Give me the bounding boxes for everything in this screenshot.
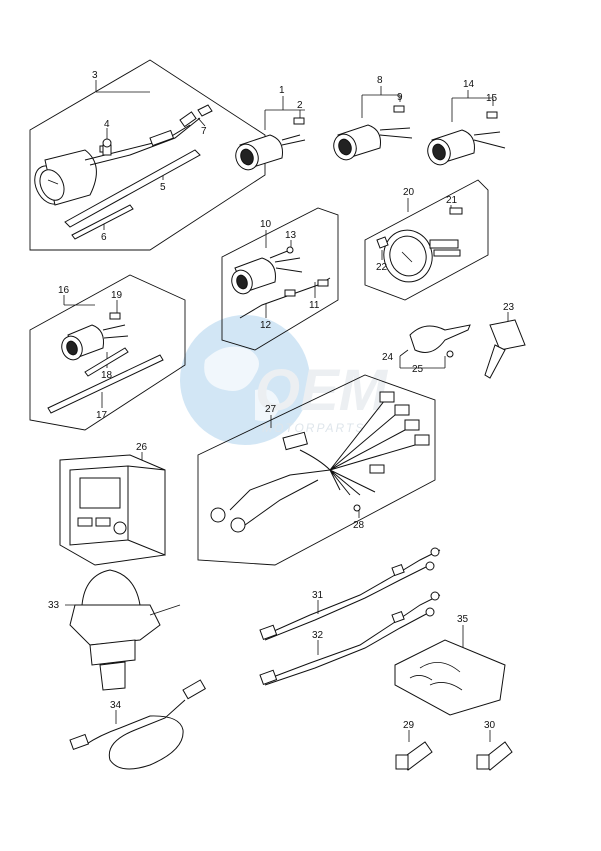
callout-27: 27 xyxy=(265,404,277,415)
callout-25: 25 xyxy=(412,364,424,375)
callout-32: 32 xyxy=(312,630,324,641)
callout-34: 34 xyxy=(110,700,122,711)
callout-11: 11 xyxy=(309,300,320,311)
callout-24: 24 xyxy=(382,352,394,363)
display-26 xyxy=(59,454,166,566)
callout-9: 9 xyxy=(397,92,403,103)
callout-2: 2 xyxy=(297,100,303,111)
group-box-10 xyxy=(221,207,339,351)
watermark: OEM MOTORPARTS xyxy=(180,315,389,445)
callout-35: 35 xyxy=(457,614,469,625)
callout-10: 10 xyxy=(260,219,272,230)
bulb-7 xyxy=(197,104,213,117)
callout-1: 1 xyxy=(279,85,285,96)
callout-12: 12 xyxy=(260,320,272,331)
callout-17: 17 xyxy=(96,410,108,421)
gauge-8 xyxy=(333,105,413,161)
callout-15: 15 xyxy=(486,93,498,104)
cable-34 xyxy=(69,679,207,770)
callout-20: 20 xyxy=(403,187,415,198)
watermark-sub: MOTORPARTS xyxy=(262,421,365,435)
gauge-16 xyxy=(47,312,164,414)
gauge-3 xyxy=(34,111,201,206)
callout-18: 18 xyxy=(101,370,113,381)
gauge-14 xyxy=(427,111,506,166)
callout-22: 22 xyxy=(376,262,388,273)
callout-23: 23 xyxy=(503,302,515,313)
harness-32 xyxy=(259,591,441,686)
strip-5 xyxy=(64,149,201,228)
group-box-20 xyxy=(364,179,489,301)
gauge-20 xyxy=(376,207,463,283)
strip-6 xyxy=(71,204,134,240)
sensor-33 xyxy=(69,569,181,691)
leader-lines xyxy=(63,80,509,742)
gauge-1 xyxy=(235,117,306,171)
callout-19: 19 xyxy=(111,290,123,301)
bulb-4 xyxy=(102,138,112,156)
group-box-3 xyxy=(29,59,266,251)
callout-21: 21 xyxy=(446,195,458,206)
group-box-16 xyxy=(29,274,186,431)
kit-bag-35 xyxy=(394,639,506,716)
harness-31 xyxy=(259,547,441,641)
group-box-27 xyxy=(197,374,436,566)
callout-4: 4 xyxy=(104,119,110,130)
gauge-10 xyxy=(231,246,331,319)
callout-3: 3 xyxy=(92,70,98,81)
callout-7: 7 xyxy=(201,126,207,137)
callout-6: 6 xyxy=(101,232,107,243)
harness-27 xyxy=(210,391,430,533)
callout-8: 8 xyxy=(377,75,383,86)
callout-16: 16 xyxy=(58,285,70,296)
callout-labels: 3 1 2 8 9 14 15 4 7 5 6 10 13 11 12 20 2… xyxy=(48,70,515,731)
watermark-brand: OEM xyxy=(255,358,389,423)
fitting-30 xyxy=(476,741,513,771)
callout-13: 13 xyxy=(285,230,297,241)
callout-14: 14 xyxy=(463,79,475,90)
callout-26: 26 xyxy=(136,442,148,453)
callout-29: 29 xyxy=(403,720,415,731)
fitting-29 xyxy=(395,741,433,771)
bracket-24 xyxy=(409,324,471,358)
callout-28: 28 xyxy=(353,520,365,531)
switch-23 xyxy=(484,319,526,379)
callout-31: 31 xyxy=(312,590,324,601)
watermark-globe-icon xyxy=(180,315,310,445)
callout-5: 5 xyxy=(160,182,166,193)
callout-33: 33 xyxy=(48,600,60,611)
callout-30: 30 xyxy=(484,720,496,731)
